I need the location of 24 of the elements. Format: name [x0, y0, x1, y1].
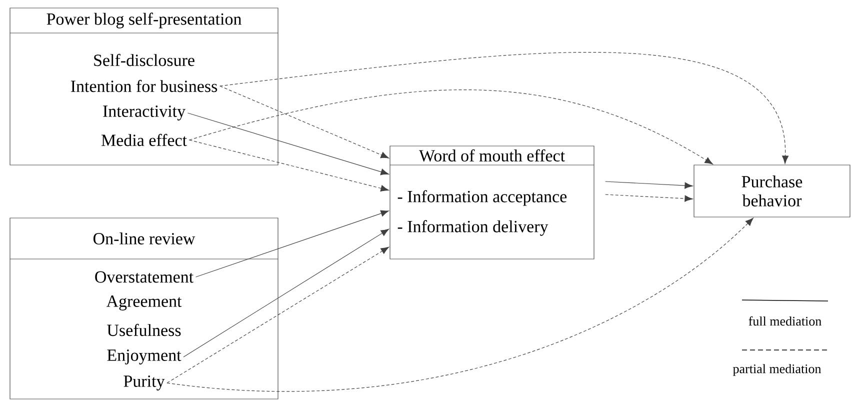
factor-label: Enjoyment: [107, 350, 182, 364]
factor-label: Usefulness: [107, 324, 181, 336]
arrow: [166, 218, 754, 392]
group-box: Word of mouth effect - Information acceptance - Information delivery: [390, 146, 594, 260]
arrow: [188, 90, 713, 164]
legend-entry: full mediation: [742, 300, 828, 326]
arrow: [183, 228, 389, 358]
arrow: [605, 181, 693, 189]
outcome-box: Purchase behavior: [694, 164, 850, 218]
factor-label: Interactivity: [103, 106, 186, 120]
factor-label: Media effect: [101, 134, 187, 146]
factor-label: Intention for business: [70, 80, 218, 92]
arrow: [195, 210, 389, 278]
legend-entry: partial mediation: [732, 350, 828, 376]
arrow: [187, 112, 389, 176]
factor-label: Overstatement: [95, 271, 194, 283]
arrow: [605, 194, 693, 202]
factor-label: Self-disclosure: [94, 54, 194, 66]
factor-label: Purity: [124, 376, 165, 390]
factor-label: Agreement: [106, 296, 182, 310]
arrow: [188, 140, 389, 192]
arrow: [166, 246, 389, 384]
arrow: [220, 86, 389, 158]
arrow: [220, 52, 789, 164]
